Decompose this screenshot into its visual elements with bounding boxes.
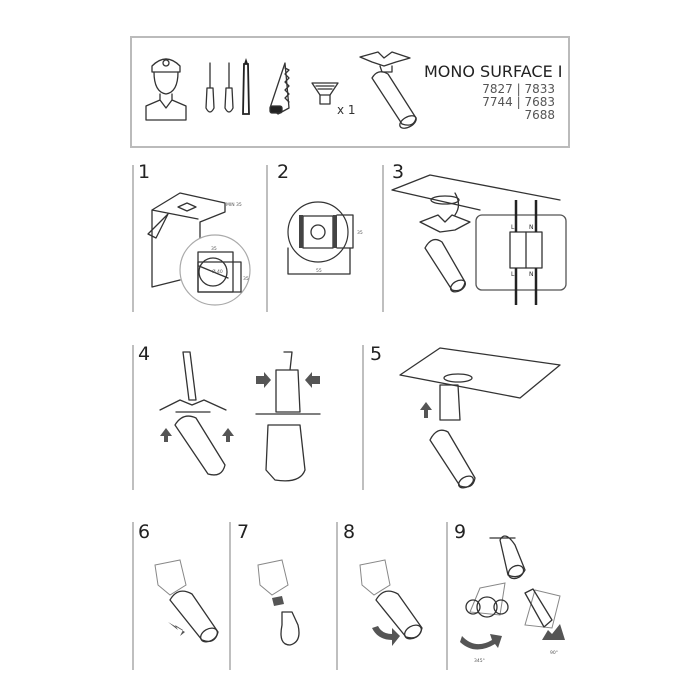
step-2: 2 35 55 bbox=[266, 161, 363, 312]
step-6: 6 bbox=[132, 521, 219, 670]
tilt-angle-label: 90° bbox=[550, 650, 558, 656]
dimension-label: Ø 40 bbox=[212, 268, 223, 275]
step-number: 6 bbox=[138, 521, 150, 543]
product-name: MONO SURFACE I bbox=[424, 62, 563, 81]
step-4: 4 bbox=[132, 343, 321, 490]
step-5: 5 bbox=[362, 343, 561, 490]
step-number: 1 bbox=[138, 161, 150, 183]
electrician-icon bbox=[145, 58, 187, 121]
rotation-angle-label: 345° bbox=[474, 658, 485, 664]
dimension-label: 35 bbox=[243, 276, 249, 282]
step-number: 3 bbox=[392, 161, 404, 183]
step-9: 9 345° 90° bbox=[446, 521, 565, 670]
dimension-label: 35 bbox=[357, 230, 363, 236]
gu10-bulb-icon bbox=[311, 82, 339, 105]
step-number: 4 bbox=[138, 343, 150, 365]
dimension-label: 55 bbox=[316, 268, 322, 274]
step-number: 2 bbox=[277, 161, 289, 183]
screwdriver-icon bbox=[205, 62, 215, 113]
pencil-icon bbox=[242, 58, 250, 115]
product-code-line: 7744 | 7683 bbox=[482, 95, 555, 109]
saw-icon bbox=[269, 62, 290, 115]
header-panel: x 1 MONO SURFACE I 7827 | 7833 7744 | 76… bbox=[130, 36, 570, 148]
dimension-label: MIN 35 bbox=[226, 202, 242, 208]
step-8: 8 bbox=[336, 521, 423, 670]
spotlight-fixture-icon bbox=[359, 51, 417, 129]
wire-label-neutral: N bbox=[529, 224, 534, 231]
step-number: 5 bbox=[370, 343, 382, 365]
product-code-line: 7688 bbox=[524, 108, 555, 122]
wire-label-neutral: N bbox=[529, 271, 534, 278]
step-7: 7 bbox=[229, 521, 300, 670]
step-number: 7 bbox=[237, 521, 249, 543]
product-code-line: 7827 | 7833 bbox=[482, 82, 555, 96]
wire-label-live: L bbox=[511, 224, 515, 231]
step-number: 9 bbox=[454, 521, 466, 543]
bulb-quantity: x 1 bbox=[337, 103, 356, 117]
step-3: 3 L N L N bbox=[382, 161, 567, 312]
screwdriver-icon bbox=[224, 62, 234, 113]
step-1: 1 MIN 35 35 Ø 40 35 bbox=[132, 161, 251, 312]
dimension-label: 35 bbox=[211, 246, 217, 252]
step-number: 8 bbox=[343, 521, 355, 543]
wire-label-live: L bbox=[511, 271, 515, 278]
